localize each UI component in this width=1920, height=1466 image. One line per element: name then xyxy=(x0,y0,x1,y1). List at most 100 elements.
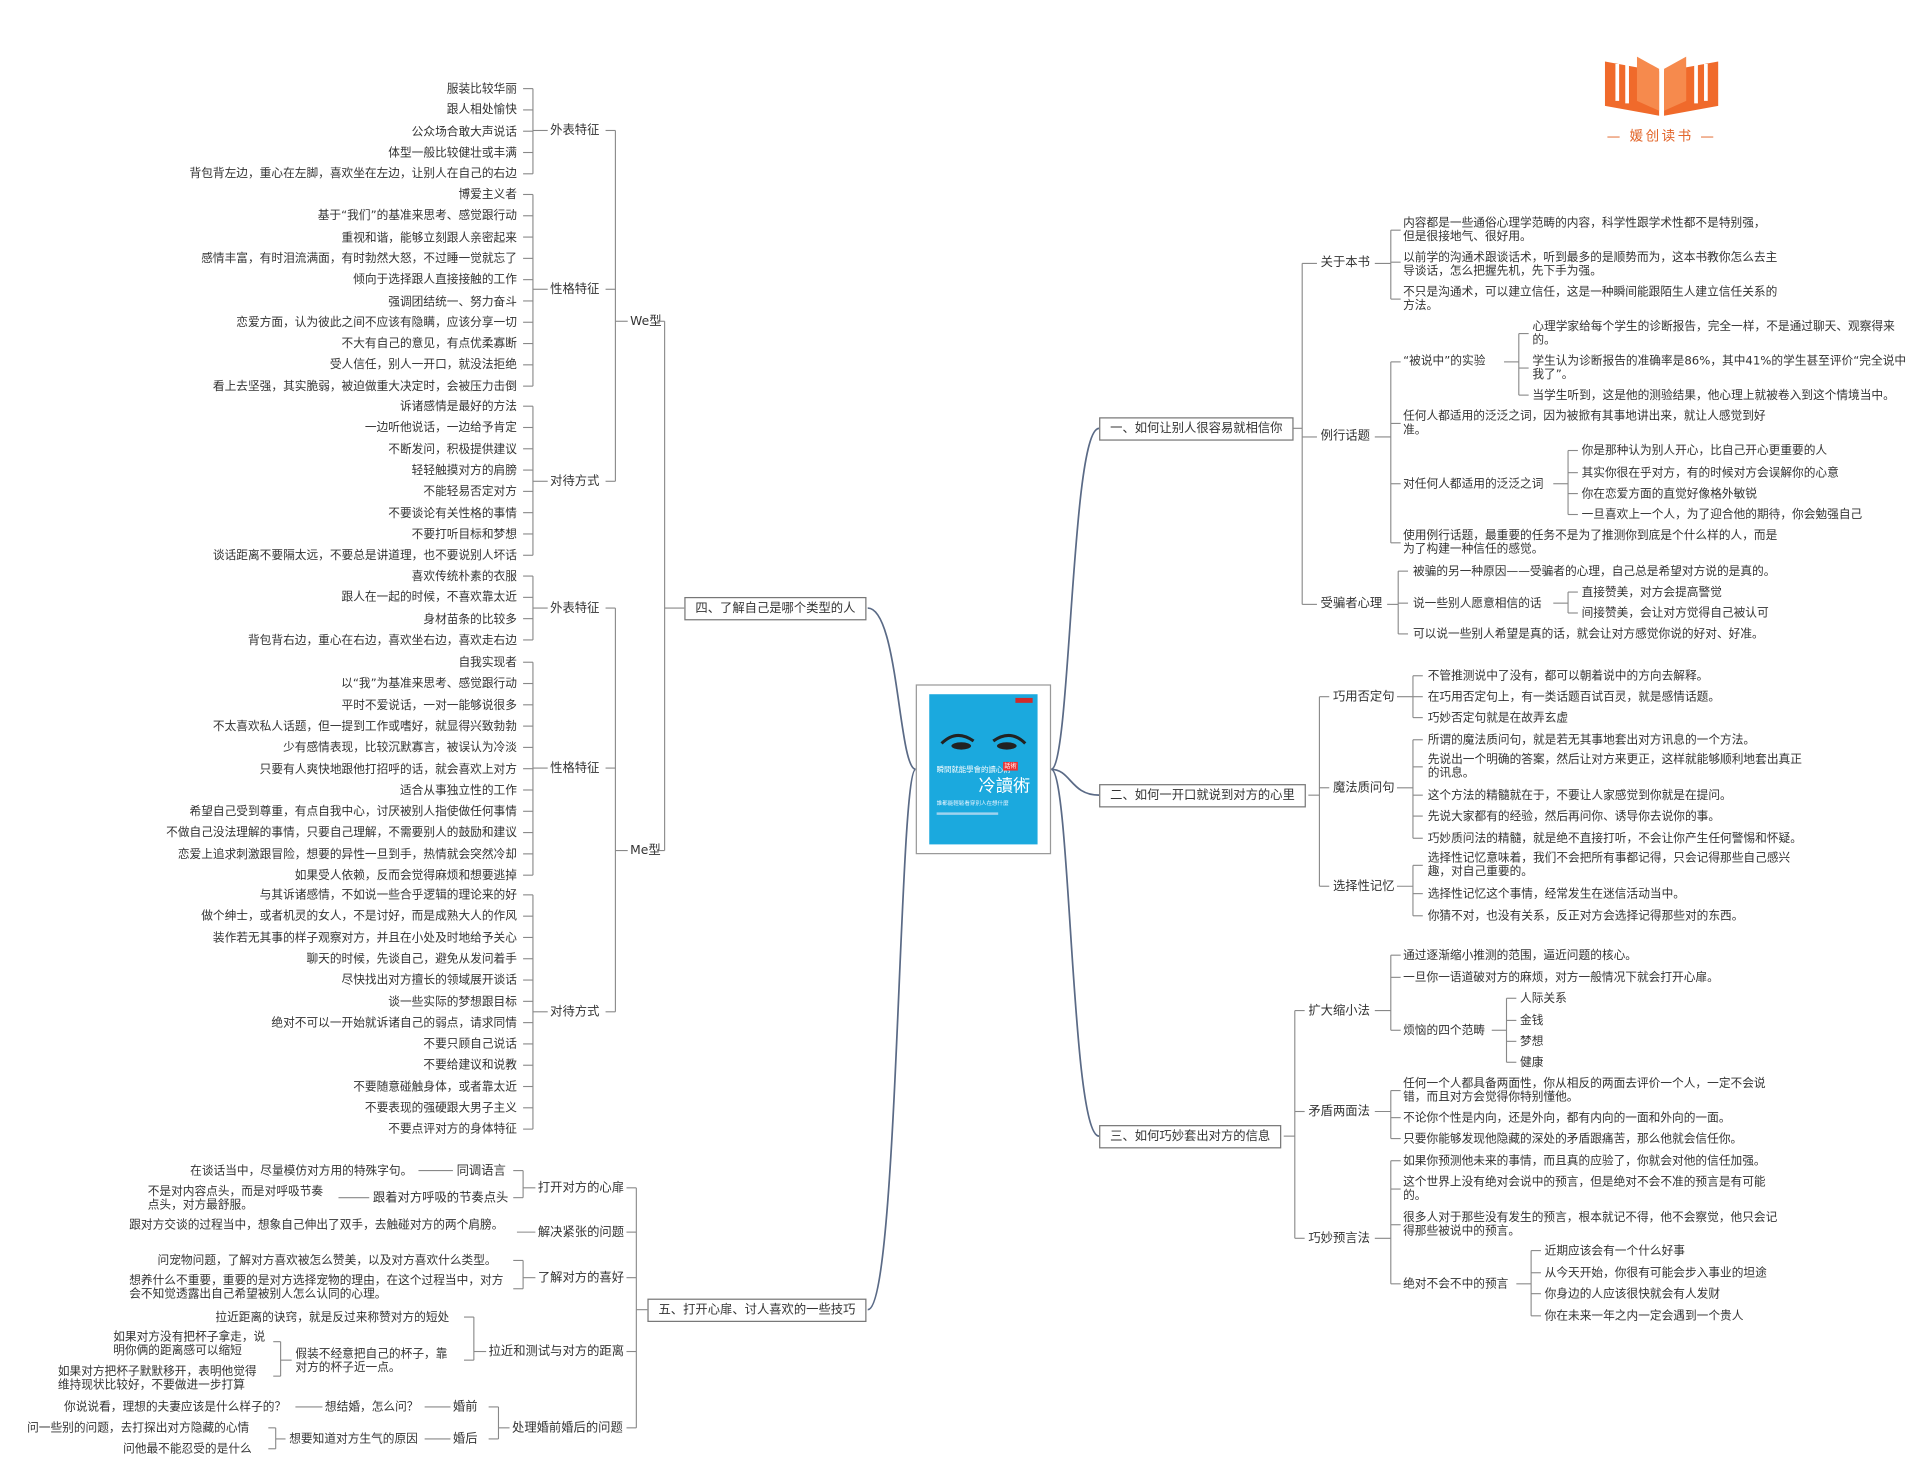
b4-we-nature-label[interactable]: 性格特征 xyxy=(550,283,600,297)
b5-marriage-label[interactable]: 处理婚前婚后的问题 xyxy=(512,1421,623,1436)
b4-we-label[interactable]: We型 xyxy=(630,315,662,329)
b5-before-label[interactable]: 婚前 xyxy=(452,1400,478,1415)
b1-about-label[interactable]: 关于本书 xyxy=(1320,256,1370,270)
b1-vague-item-2: 其实你很在乎对方，有的时候对方会误解你的心意 xyxy=(1581,466,1839,481)
b3-predict-label[interactable]: 巧妙预言法 xyxy=(1308,1232,1370,1246)
b3-expand-item-1: 通过逐渐缩小推测的范围，逼近问题的核心。 xyxy=(1403,949,1637,963)
b5-likes-label[interactable]: 了解对方的喜好 xyxy=(537,1271,625,1286)
b3-predict-item-2: 这个世界上没有绝对会说中的预言，但是绝对不会不准的预言是有可能的。 xyxy=(1403,1175,1766,1203)
branch-2-box[interactable]: 二、如何一开口就说到对方的心里 xyxy=(1099,784,1306,808)
b3-four-label[interactable]: 烦恼的四个范畴 xyxy=(1403,1024,1485,1038)
b1-about-item-2: 以前学的沟通术跟谈话术，听到最多的是顺势而为，这本书教你怎么去主导谈话，怎么把握… xyxy=(1403,251,1778,279)
cover-title: 瞬間就能學會的讀心術 xyxy=(936,765,1011,775)
branch-5-box[interactable]: 五、打开心扉、讨人喜欢的一些技巧 xyxy=(647,1298,867,1322)
me-nature-item-9: 不做自己没法理解的事情，只要自己理解，不需要别人的鼓励和建议 xyxy=(166,826,517,840)
b3-four-item-2: 金钱 xyxy=(1520,1014,1544,1028)
me-deal-item-4: 聊天的时候，先谈自己，避免从发问着手 xyxy=(306,952,517,967)
we-deal-item-8: 谈话距离不要隔太远，不要总是讲道理，也不要说别人坏话 xyxy=(212,549,517,563)
branch-3-box[interactable]: 三、如何巧妙套出对方的信息 xyxy=(1099,1125,1282,1149)
b3-contra-label[interactable]: 矛盾两面法 xyxy=(1308,1105,1370,1119)
b4-me-outer-label[interactable]: 外表特征 xyxy=(550,601,600,616)
b2-neg-label[interactable]: 巧用否定句 xyxy=(1332,690,1395,705)
we-nature-item-7: 恋爱方面，认为彼此之间不应该有隐瞒，应该分享一切 xyxy=(236,316,517,330)
b1-exp-item-3: 当学生听到，这是他的测验结果，他心理上就被卷入到这个情境当中。 xyxy=(1532,388,1895,403)
b1-vague-label[interactable]: 对任何人都适用的泛泛之词 xyxy=(1403,477,1544,492)
me-outer-item-2: 跟人在一起的时候，不喜欢靠太近 xyxy=(341,591,517,605)
me-outer-item-3: 身材苗条的比较多 xyxy=(423,612,517,627)
b5-likes-item-1: 问宠物问题，了解对方喜欢被怎么赞美，以及对方喜欢什么类型。 xyxy=(157,1254,497,1268)
b2-memory-label[interactable]: 选择性记忆 xyxy=(1332,880,1395,894)
me-nature-item-10: 恋爱上追求刺激跟冒险，想要的异性一旦到手，热情就会突然冷却 xyxy=(177,847,517,862)
b5-after-a-1: 问一些别的问题，去打探出对方隐藏的心情 xyxy=(27,1421,250,1436)
b4-we-deal-label[interactable]: 对待方式 xyxy=(550,475,600,489)
connector xyxy=(1051,768,1100,797)
b2-magic-label[interactable]: 魔法质问句 xyxy=(1332,781,1395,796)
we-nature-item-6: 强调团结统一、努力奋斗 xyxy=(388,294,517,309)
me-deal-item-5: 尽快找出对方擅长的领域展开谈话 xyxy=(341,973,517,988)
we-nature-item-4: 感情丰富，有时泪流满面，有时勃然大怒，不过睡一觉就忘了 xyxy=(201,252,517,266)
b2-magic-item-1: 所谓的魔法质问句，就是若无其事地套出对方讯息的一个方法。 xyxy=(1427,733,1756,748)
b5-after-q[interactable]: 想要知道对方生气的原因 xyxy=(289,1432,418,1447)
b5-same-label[interactable]: 同调语言 xyxy=(456,1164,506,1178)
b5-distance-label[interactable]: 拉近和测试与对方的距离 xyxy=(488,1345,625,1359)
b3-expand-label[interactable]: 扩大缩小法 xyxy=(1308,1004,1370,1018)
b5-cup-item-1: 如果对方没有把杯子拿走，说明你俩的距离感可以缩短 xyxy=(113,1330,266,1358)
b5-cup-item-2: 如果对方把杯子默默移开，表明他觉得维持现状比较好，不要做进一步打算 xyxy=(57,1365,257,1393)
b5-cup-label[interactable]: 假装不经意把自己的杯子，靠对方的杯子近一点。 xyxy=(295,1347,448,1375)
me-deal-item-3: 装作若无其事的样子观察对方，并且在小处及时地给予关心 xyxy=(212,931,517,945)
b3-contra-item-3: 只要你能够发现他隐藏的深处的矛盾跟痛苦，那么他就会信任你。 xyxy=(1403,1132,1743,1146)
b3-four-item-4: 健康 xyxy=(1520,1056,1544,1070)
b3-four-item-3: 梦想 xyxy=(1520,1035,1544,1049)
branch-4-box[interactable]: 四、了解自己是哪个类型的人 xyxy=(684,596,867,621)
me-nature-item-7: 适合从事独立性的工作 xyxy=(399,783,517,798)
b3-never-label[interactable]: 绝对不会不中的预言 xyxy=(1403,1277,1509,1292)
b4-me-deal-label[interactable]: 对待方式 xyxy=(550,1005,600,1020)
b5-after-a-2: 问他最不能忍受的是什么 xyxy=(123,1442,252,1457)
b5-likes-item-2: 想养什么不重要，重要的是对方选择宠物的理由，在这个过程当中，对方会不知觉透露出自… xyxy=(129,1273,504,1302)
b1-use: 使用例行话题，最重要的任务不是为了推测你到底是个什么样的人，而是为了构建一种信任… xyxy=(1403,529,1778,557)
cover-sub: 誰都能輕鬆看穿別人在想什麼 xyxy=(936,801,1009,808)
b5-tension-label[interactable]: 解决紧张的问题 xyxy=(537,1225,625,1240)
me-nature-item-8: 希望自己受到尊重，有点自我中心，讨厌被别人指使做任何事情 xyxy=(189,805,517,819)
root-node[interactable]: 瞬間就能學會的讀心術 話術 冷讀術 誰都能輕鬆看穿別人在想什麼 xyxy=(915,684,1052,855)
we-nature-item-8: 不大有自己的意见，有点优柔寡断 xyxy=(341,337,517,351)
b4-we-outer-label[interactable]: 外表特征 xyxy=(550,124,600,138)
b4-me-nature-label[interactable]: 性格特征 xyxy=(550,761,600,776)
b4-me-label[interactable]: Me型 xyxy=(630,844,661,858)
me-deal-item-10: 不要随意碰触身体，或者靠太近 xyxy=(353,1080,517,1094)
b1-topics-label[interactable]: 例行话题 xyxy=(1320,429,1370,444)
b1-vague-item-1: 你是那种认为别人开心，比自己开心更重要的人 xyxy=(1581,444,1828,458)
me-deal-item-1: 与其诉诸感情，不如说一些合乎逻辑的理论来的好 xyxy=(259,888,517,903)
b1-exp-label[interactable]: “被说中”的实验 xyxy=(1403,354,1486,369)
we-nature-item-10: 看上去坚强，其实脆弱，被迫做重大决定时，会被压力击倒 xyxy=(212,379,517,394)
open-book-icon xyxy=(1604,56,1719,116)
we-deal-item-7: 不要打听目标和梦想 xyxy=(411,527,517,542)
b5-same-item: 在谈话当中，尽量模仿对方用的特殊字句。 xyxy=(190,1164,413,1178)
we-outer-item-2: 跟人相处愉快 xyxy=(446,103,517,118)
we-deal-item-1: 诉诸感情是最好的方法 xyxy=(399,400,517,414)
b5-tension-item: 跟对方交谈的过程当中，想象自己伸出了双手，去触碰对方的两个肩膀。 xyxy=(129,1218,504,1233)
me-deal-item-2: 做个绅士，或者机灵的女人，不是讨好，而是成熟大人的作风 xyxy=(201,910,517,924)
b5-after-label[interactable]: 婚后 xyxy=(452,1432,478,1447)
b1-exp-item-2: 学生认为诊断报告的准确率是86%，其中41%的学生甚至评价“完全说中我了”。 xyxy=(1532,354,1907,382)
we-nature-item-5: 倾向于选择跟人直接接触的工作 xyxy=(353,273,517,288)
me-nature-item-3: 平时不爱说话，一对一能够说很多 xyxy=(341,698,517,713)
b5-before-q[interactable]: 想结婚，怎么问？ xyxy=(324,1400,419,1415)
b3-contra-item-1: 任何一个人都具备两面性，你从相反的两面去评价一个人，一定不会说错，而且对方会觉得… xyxy=(1403,1077,1766,1105)
we-nature-item-3: 重视和谐，能够立刻跟人亲密起来 xyxy=(341,230,517,245)
me-nature-item-4: 不太喜欢私人话题，但一提到工作或嗜好，就显得兴致勃勃 xyxy=(212,719,517,734)
b2-magic-item-2: 先说出一个明确的答案，然后让对方来更正，这样就能够顺利地套出真正的讯息。 xyxy=(1427,753,1802,781)
b1-vague-item-3: 你在恋爱方面的直觉好像格外敏锐 xyxy=(1581,487,1757,501)
b5-rhythm-item: 不是对内容点头，而是对呼吸节奏点头，对方最舒服。 xyxy=(147,1185,324,1213)
branch-1-box[interactable]: 一、如何让别人很容易就相信你 xyxy=(1099,417,1294,441)
b1-say-label[interactable]: 说一些别人愿意相信的话 xyxy=(1412,596,1542,611)
we-deal-item-4: 轻轻触摸对方的肩膀 xyxy=(411,463,517,478)
b2-memory-item-3: 你猜不对，也没有关系，反正对方会选择记得那些对的东西。 xyxy=(1427,909,1744,924)
we-deal-item-6: 不要谈论有关性格的事情 xyxy=(388,506,517,521)
b2-memory-item-1: 选择性记忆意味着，我们不会把所有事都记得，只会记得那些自己感兴趣，对自己重要的。 xyxy=(1427,851,1791,879)
b5-open-label[interactable]: 打开对方的心扉 xyxy=(537,1181,625,1196)
b1-victim-first: 被骗的另一种原因——受骗者的心理，自己总是希望对方说的是真的。 xyxy=(1412,564,1776,579)
b5-rhythm-label[interactable]: 跟着对方呼吸的节奏点头 xyxy=(372,1191,509,1206)
b1-victim-label[interactable]: 受骗者心理 xyxy=(1320,596,1383,611)
